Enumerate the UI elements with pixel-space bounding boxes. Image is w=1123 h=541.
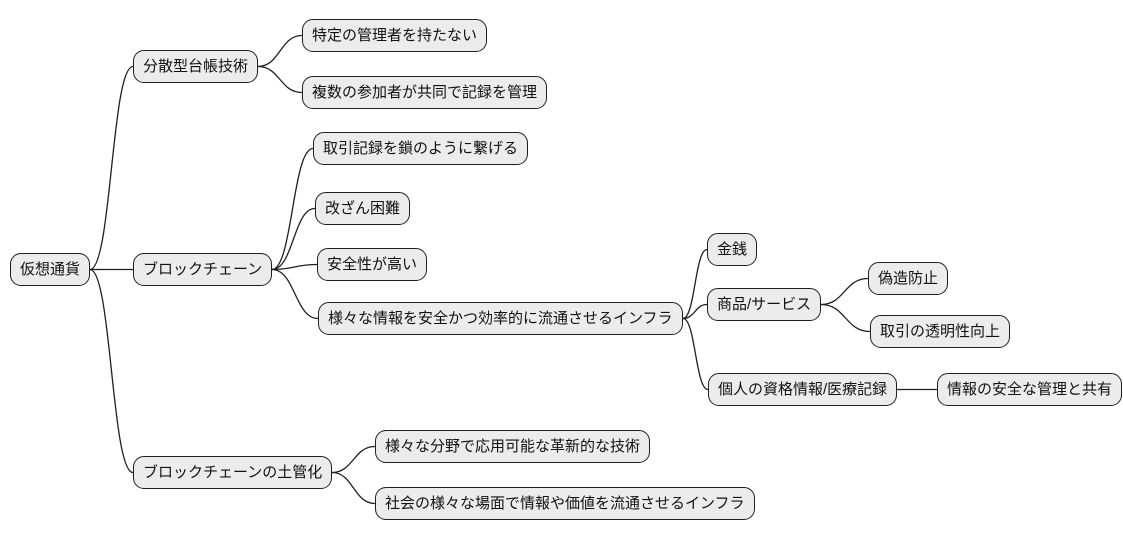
connector-counterfeit-prevention (820, 277, 869, 306)
connector-blockchain-commoditization (89, 268, 134, 474)
node-counterfeit-prevention: 偽造防止 (868, 262, 949, 295)
node-innovative-technology-various-fields: 様々な分野で応用可能な革新的な技術 (375, 430, 651, 463)
connector-society-information-value-infrastructure (331, 471, 376, 505)
node-personal-credentials-medical-records: 個人の資格情報/医療記録 (708, 373, 898, 406)
node-multiple-participants-manage-records: 複数の参加者が共同で記録を管理 (302, 76, 548, 109)
node-distributed-ledger-technology: 分散型台帳技術 (133, 50, 259, 83)
node-chain-transaction-records: 取引記録を鎖のように繋げる (313, 132, 529, 165)
connector-secure-efficient-infrastructure (271, 268, 319, 320)
node-blockchain-commoditization: ブロックチェーンの土管化 (133, 456, 333, 489)
node-blockchain: ブロックチェーン (133, 253, 273, 286)
connector-multiple-participants-manage-records (257, 65, 303, 94)
node-society-information-value-infrastructure: 社会の様々な場面で情報や価値を流通させるインフラ (375, 487, 755, 520)
connector-personal-credentials-medical-records (682, 317, 709, 391)
node-no-specific-administrator: 特定の管理者を持たない (302, 19, 488, 52)
node-money: 金銭 (707, 233, 758, 266)
connector-no-specific-administrator (257, 34, 303, 68)
connector-transaction-transparency (820, 303, 871, 333)
node-goods-services: 商品/サービス (707, 288, 822, 321)
connector-innovative-technology-various-fields (331, 445, 376, 474)
connector-tamper-resistant (271, 207, 316, 271)
connector-distributed-ledger-technology (89, 65, 134, 271)
connector-high-security (271, 263, 318, 271)
node-virtual-currency: 仮想通貨 (10, 253, 91, 286)
connector-money (682, 248, 708, 320)
connector-goods-services (682, 303, 708, 320)
node-tamper-resistant: 改ざん困難 (315, 192, 411, 225)
node-secure-information-management-sharing: 情報の安全な管理と共有 (937, 373, 1123, 406)
node-secure-efficient-infrastructure: 様々な情報を安全かつ効率的に流通させるインフラ (318, 302, 683, 335)
node-high-security: 安全性が高い (317, 248, 428, 281)
connector-chain-transaction-records (271, 147, 314, 271)
node-transaction-transparency: 取引の透明性向上 (870, 315, 1011, 348)
